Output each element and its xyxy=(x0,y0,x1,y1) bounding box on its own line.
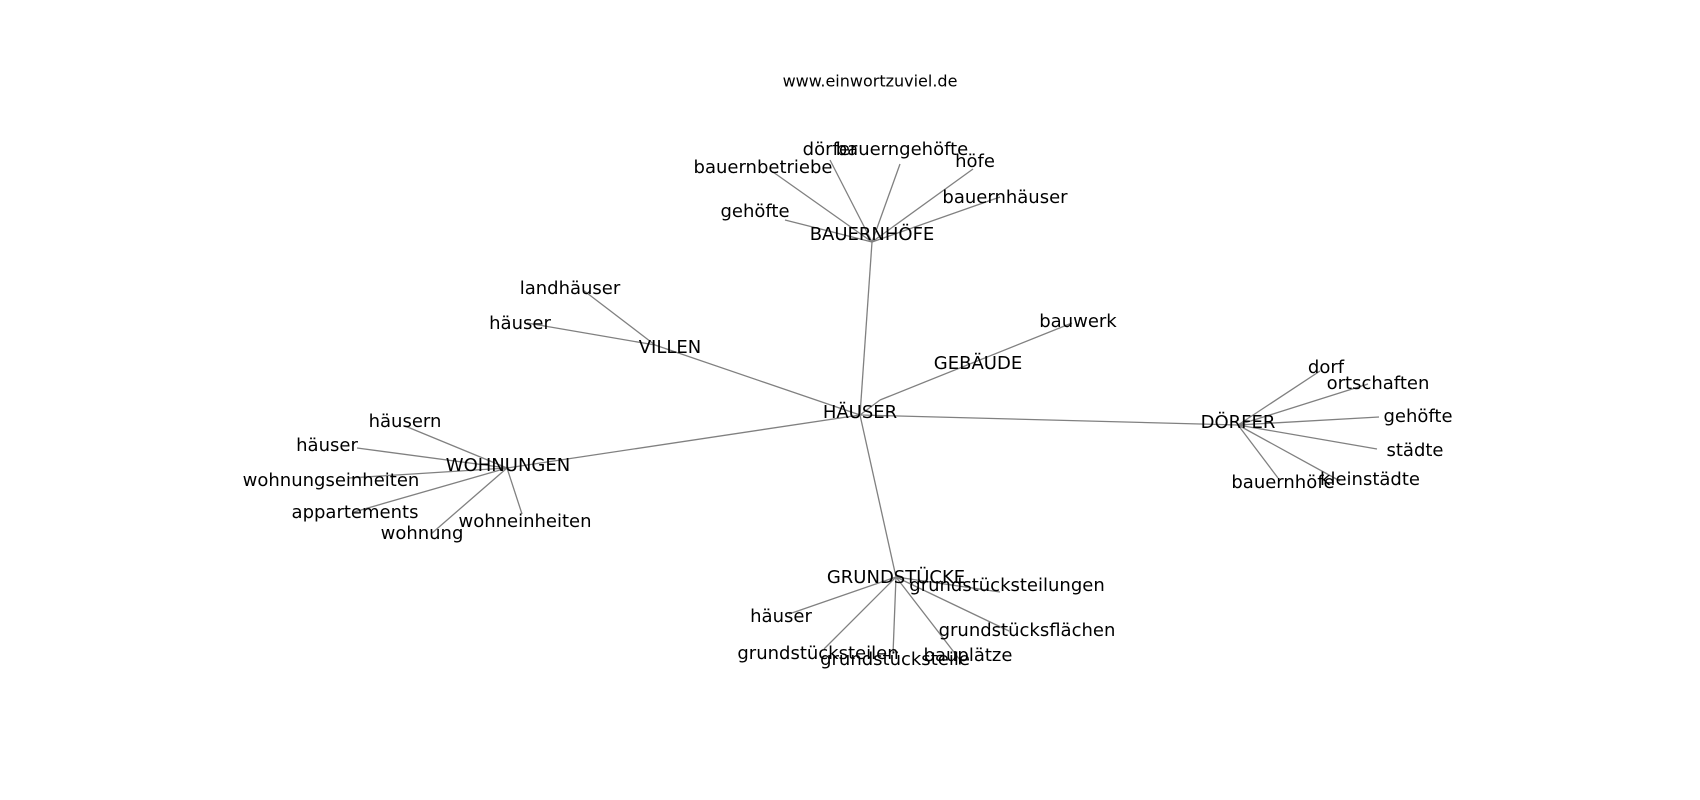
leaf-node-label: häuser xyxy=(750,606,812,627)
edge-hub-to-leaf xyxy=(1237,424,1378,450)
leaf-node-label: grundstücksflächen xyxy=(939,620,1116,641)
edge-hub-to-leaf xyxy=(356,447,508,469)
edge-hub-to-leaf xyxy=(404,425,508,469)
edge-center-to-hub xyxy=(859,414,1239,426)
hub-node-label: VILLEN xyxy=(639,337,702,358)
leaf-node-label: bauernhäuser xyxy=(942,187,1068,208)
leaf-node-label: wohneinheiten xyxy=(458,511,591,532)
leaf-node-label: wohnungseinheiten xyxy=(243,470,420,491)
leaf-node-label: appartements xyxy=(292,502,419,523)
leaf-node-label: ortschaften xyxy=(1327,373,1430,394)
hub-node-label: GRUNDSTÜCKE xyxy=(827,566,965,588)
edge-hub-to-leaf xyxy=(879,322,1073,401)
leaf-node-label: bauernbetriebe xyxy=(694,157,833,178)
edge-hub-to-leaf xyxy=(784,219,873,243)
center-node-label: HÄUSER xyxy=(823,402,897,423)
leaf-node-label: wohnung xyxy=(381,523,464,544)
leaf-node-label: städte xyxy=(1386,440,1443,461)
edge-center-to-hub xyxy=(859,399,881,416)
edge-hub-to-leaf xyxy=(892,576,897,655)
edge-hub-to-leaf xyxy=(871,168,974,243)
edge-hub-to-leaf xyxy=(1237,383,1369,426)
site-title: www.einwortzuviel.de xyxy=(783,72,958,91)
leaf-node-label: höfe xyxy=(955,151,995,172)
edge-hub-to-leaf xyxy=(895,576,961,661)
leaf-node-label: grundstücksteile xyxy=(820,649,970,670)
edge-hub-to-leaf xyxy=(871,163,901,243)
edge-hub-to-leaf xyxy=(1237,416,1380,426)
labels: gehöfte bauernbetriebedörferbauerngehöfte… xyxy=(243,139,1453,670)
leaf-node-label: kleinstädte xyxy=(1320,469,1420,490)
leaf-node-label: landhäuser xyxy=(520,278,621,299)
leaf-node-label: häuser xyxy=(296,435,358,456)
hub-node-label: BAUERNHÖFE xyxy=(810,223,935,245)
leaf-node-label: häuser xyxy=(489,313,551,334)
leaf-node-label: grundstücksteilungen xyxy=(909,575,1104,596)
edge-hub-to-leaf xyxy=(895,576,1001,593)
edge-center-to-hub xyxy=(859,414,897,578)
edge-hub-to-leaf xyxy=(823,576,897,650)
edge-hub-to-leaf xyxy=(506,467,523,515)
edge-hub-to-leaf xyxy=(582,289,656,346)
edge-hub-to-leaf xyxy=(526,322,656,346)
leaf-node-label: häusern xyxy=(369,411,442,432)
leaf-node-label: grundstücksteilen xyxy=(737,643,898,664)
hub-node-label: GEBÄUDE xyxy=(934,353,1022,374)
edge-hub-to-leaf xyxy=(788,576,897,615)
edge-hub-to-leaf xyxy=(895,576,1010,632)
edge-hub-to-leaf xyxy=(1237,424,1279,479)
edge-hub-to-leaf xyxy=(430,467,508,535)
edge-hub-to-leaf xyxy=(1237,424,1341,482)
edge-hub-to-leaf xyxy=(353,467,508,513)
edge-hub-to-leaf xyxy=(829,159,873,243)
leaf-node-label: bauernhöfe xyxy=(1231,472,1334,493)
edge-hub-to-leaf xyxy=(348,467,508,479)
edge-center-to-hub xyxy=(859,241,873,416)
edges xyxy=(348,159,1380,661)
edge-center-to-hub xyxy=(506,414,861,469)
edge-hub-to-leaf xyxy=(871,196,1001,243)
leaf-node-label: bauwerk xyxy=(1039,311,1117,332)
leaf-node-label: gehöfte xyxy=(1383,406,1452,427)
edge-center-to-hub xyxy=(654,344,861,416)
leaf-node-label: bauerngehöfte xyxy=(836,139,969,160)
leaf-node-label: gehöfte xyxy=(720,201,789,222)
hub-node-label: DÖRFER xyxy=(1201,411,1276,433)
leaf-node-label: dörfer xyxy=(803,139,858,160)
hub-node-label: WOHNUNGEN xyxy=(446,455,570,476)
leaf-node-label: bauplätze xyxy=(924,645,1013,666)
leaf-node-label: dorf xyxy=(1308,357,1345,378)
edge-hub-to-leaf xyxy=(1237,370,1321,426)
edge-hub-to-leaf xyxy=(772,171,873,243)
